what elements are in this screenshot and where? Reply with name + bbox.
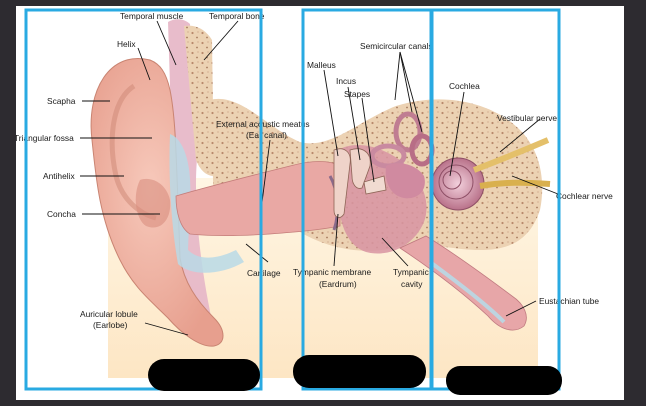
cochlea-shape bbox=[431, 157, 485, 211]
diagram-canvas: Temporal muscle Temporal bone Helix Scap… bbox=[16, 6, 624, 400]
cochlear-nerve-shape bbox=[479, 179, 551, 189]
malleus-shape bbox=[333, 148, 351, 218]
label-ear-canal: (Ear canal) bbox=[246, 130, 287, 140]
label-semicircular-canals: Semicircular canals bbox=[360, 41, 433, 51]
label-antihelix: Antihelix bbox=[43, 171, 75, 181]
label-earlobe: (Earlobe) bbox=[93, 320, 128, 330]
label-stapes: Stapes bbox=[344, 89, 370, 99]
vestibular-nerve-shape bbox=[472, 137, 550, 173]
concha-bowl bbox=[135, 178, 171, 228]
label-eustachian-tube: Eustachian tube bbox=[539, 296, 599, 306]
label-auricular-lobule: Auricular lobule bbox=[80, 309, 138, 319]
label-temporal-muscle: Temporal muscle bbox=[120, 11, 184, 21]
eustachian-tube-cartilage bbox=[428, 260, 506, 324]
redaction-inner-ear bbox=[446, 366, 562, 395]
ear-anatomy-diagram: Temporal muscle Temporal bone Helix Scap… bbox=[16, 8, 613, 395]
label-cartilage: Cartilage bbox=[247, 268, 281, 278]
cochlea-turn-2 bbox=[442, 170, 462, 190]
label-concha: Concha bbox=[47, 209, 76, 219]
label-triangular-fossa: Triangular fossa bbox=[16, 133, 74, 143]
highlight-box-outer-ear[interactable] bbox=[24, 8, 263, 391]
label-temporal-bone: Temporal bone bbox=[209, 11, 265, 21]
incus-shape bbox=[349, 148, 371, 189]
label-vestibular-nerve: Vestibular nerve bbox=[497, 113, 557, 123]
leader-lines bbox=[80, 20, 559, 336]
redaction-middle-ear bbox=[293, 355, 426, 388]
label-incus: Incus bbox=[336, 76, 356, 86]
label-scapha: Scapha bbox=[47, 96, 76, 106]
label-cochlea: Cochlea bbox=[449, 81, 480, 91]
stapes-shape bbox=[363, 175, 387, 195]
label-helix: Helix bbox=[117, 39, 136, 49]
label-cochlear-nerve: Cochlear nerve bbox=[556, 191, 613, 201]
label-external-meatus: External acoustic meatus bbox=[216, 119, 310, 129]
cartilage-shape bbox=[169, 134, 244, 273]
semicircular-canal-1 bbox=[393, 111, 423, 153]
label-cavity: cavity bbox=[401, 279, 423, 289]
label-tympanic-cavity: Tympanic bbox=[393, 267, 429, 277]
label-malleus: Malleus bbox=[307, 60, 336, 70]
label-eardrum: (Eardrum) bbox=[319, 279, 357, 289]
label-tympanic-membrane: Tympanic membrane bbox=[293, 267, 372, 277]
redaction-outer-ear bbox=[148, 359, 260, 391]
temporal-bone-shape bbox=[184, 25, 214, 177]
vestibule-shape bbox=[385, 163, 425, 199]
cochlea-turn-1 bbox=[438, 164, 474, 200]
